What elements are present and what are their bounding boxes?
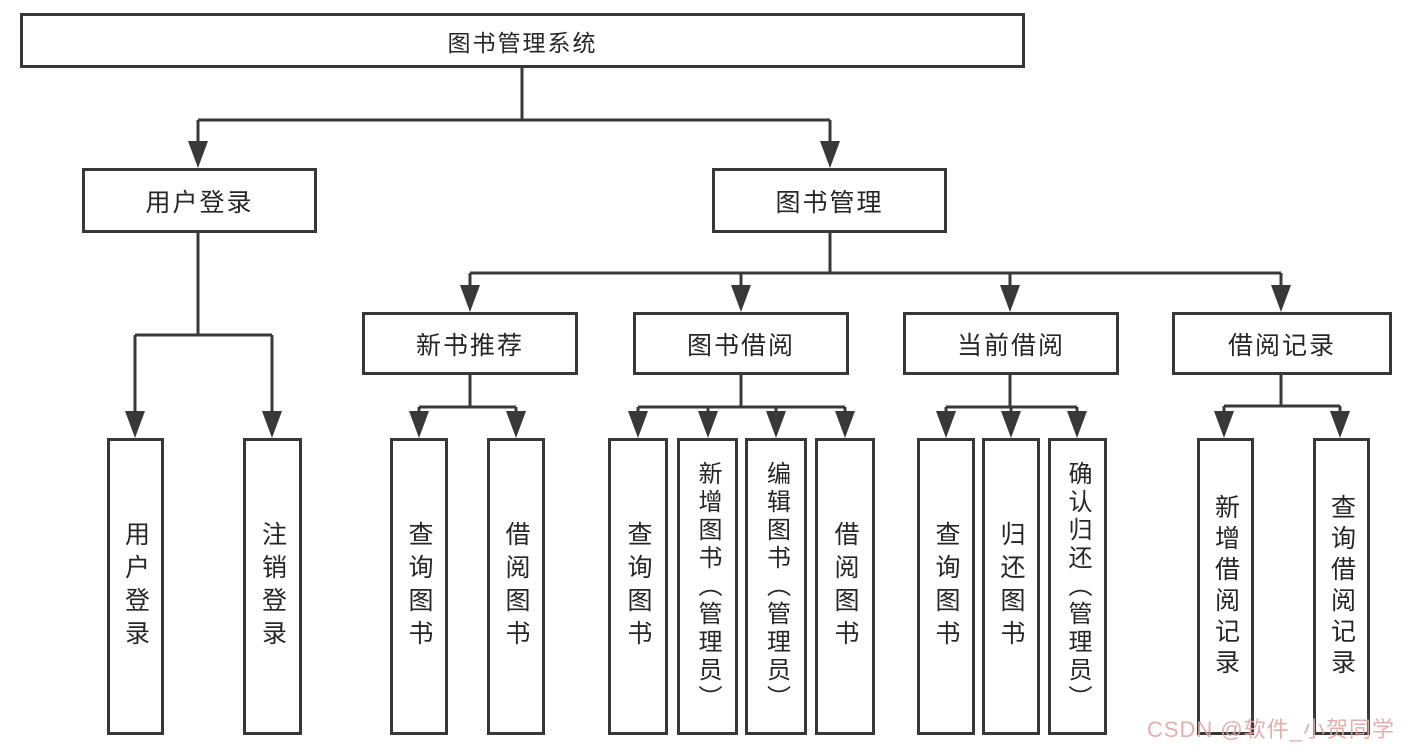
- node-borrow-records: 借阅记录: [1172, 312, 1392, 375]
- leaf-confirm-return-admin: 确认归还（管理员）: [1048, 438, 1107, 735]
- node-label: 归还图书: [997, 520, 1025, 653]
- leaf-query-books-3: 查询图书: [917, 438, 975, 735]
- watermark-text: CSDN @软件_小贺同学: [1146, 717, 1395, 742]
- node-new-book-recommend: 新书推荐: [362, 312, 578, 375]
- leaf-edit-books-admin: 编辑图书（管理员）: [745, 438, 807, 735]
- node-label: 借阅图书: [831, 520, 859, 653]
- leaf-query-books-2: 查询图书: [608, 438, 668, 735]
- node-label: 借阅图书: [502, 520, 530, 653]
- leaf-logout: 注销登录: [243, 438, 302, 735]
- node-label: 图书管理: [775, 188, 884, 217]
- leaf-query-borrow-record: 查询借阅记录: [1313, 438, 1370, 735]
- node-label: 新增图书（管理员）: [694, 460, 721, 713]
- node-root: 图书管理系统: [20, 13, 1025, 68]
- node-label: 当前借阅: [956, 331, 1065, 360]
- leaf-user-login: 用户登录: [107, 438, 164, 735]
- node-label: 查询图书: [405, 520, 433, 653]
- node-book-borrow: 图书借阅: [633, 312, 849, 375]
- leaf-add-borrow-record: 新增借阅记录: [1197, 438, 1254, 735]
- leaf-return-books: 归还图书: [982, 438, 1040, 735]
- node-label: 新增借阅记录: [1211, 493, 1240, 680]
- node-label: 用户登录: [145, 188, 254, 217]
- leaf-add-books-admin: 新增图书（管理员）: [677, 438, 738, 735]
- node-label: 图书管理系统: [447, 29, 598, 56]
- leaf-borrow-books-1: 借阅图书: [487, 438, 545, 735]
- node-label: 编辑图书（管理员）: [762, 460, 790, 713]
- node-label: 新书推荐: [415, 331, 524, 360]
- node-label: 图书借阅: [686, 331, 795, 360]
- node-label: 用户登录: [121, 520, 150, 653]
- node-current-borrow: 当前借阅: [903, 312, 1119, 375]
- node-user-login: 用户登录: [82, 168, 317, 233]
- node-label: 查询图书: [932, 520, 960, 653]
- leaf-query-books-1: 查询图书: [390, 438, 448, 735]
- node-label: 查询图书: [624, 520, 652, 653]
- node-book-management: 图书管理: [712, 168, 947, 233]
- node-label: 确认归还（管理员）: [1064, 460, 1091, 713]
- node-label: 注销登录: [258, 520, 287, 653]
- leaf-borrow-books-2: 借阅图书: [815, 438, 875, 735]
- node-label: 查询借阅记录: [1327, 493, 1356, 680]
- node-label: 借阅记录: [1227, 331, 1336, 360]
